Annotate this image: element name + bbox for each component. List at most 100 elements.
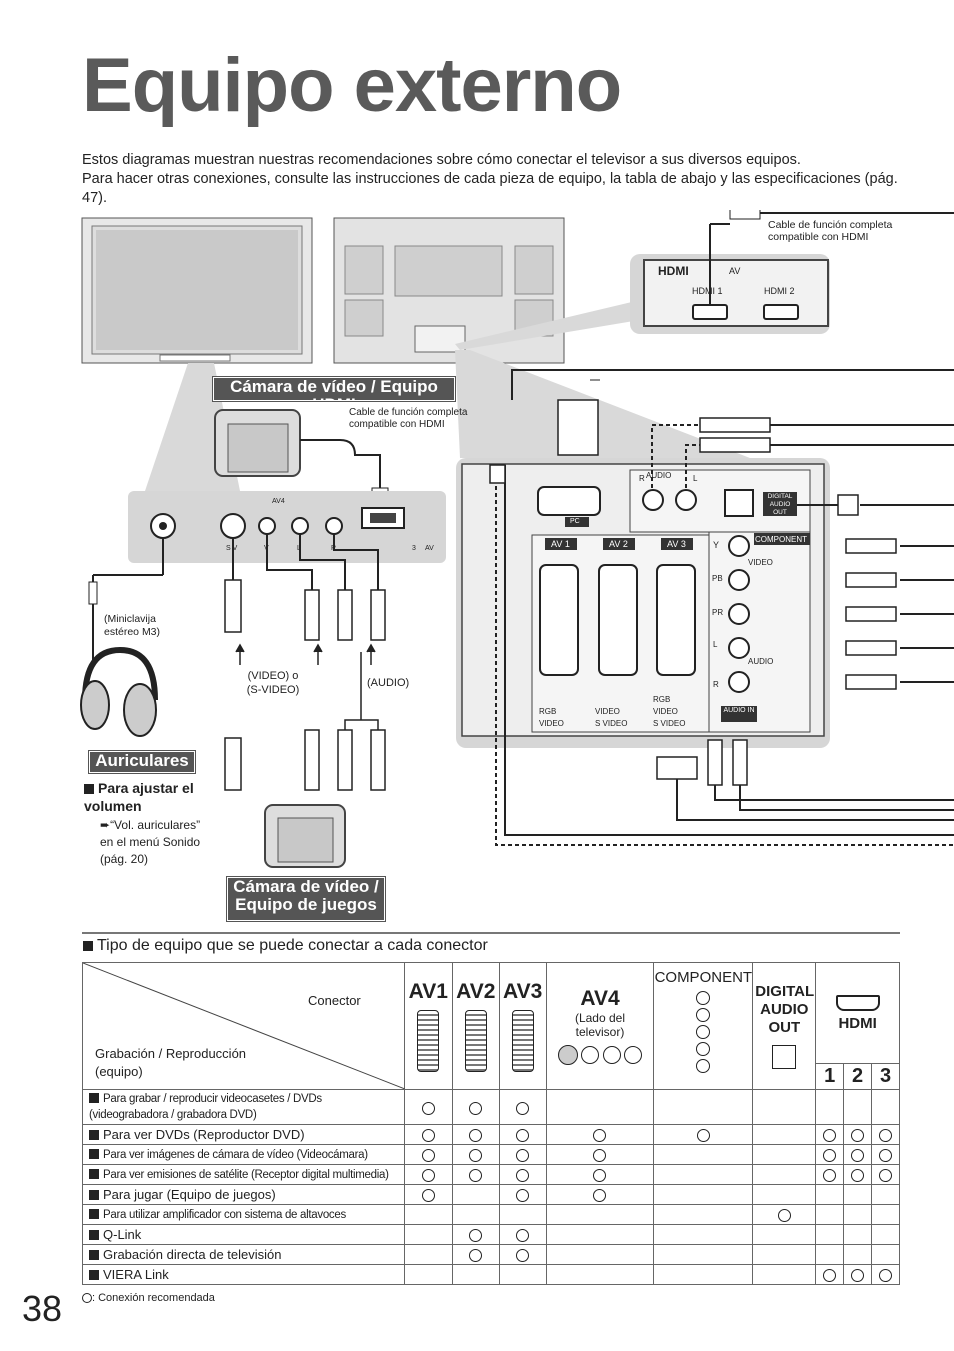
intro-text: Estos diagramas muestran nuestras recome… (82, 151, 902, 208)
table-cell (752, 1244, 817, 1265)
rear-audio2: AUDIO (748, 657, 774, 666)
header-hdmi-text: HDMI (838, 1014, 877, 1032)
recommended-circle-icon (851, 1149, 865, 1163)
table-cell (498, 1184, 547, 1205)
recommended-circle-icon (593, 1129, 607, 1143)
header-component: COMPONENT (653, 962, 754, 1090)
side-sv: S V (226, 545, 238, 552)
recommended-circle-icon (421, 1169, 435, 1183)
row-label: Para jugar (Equipo de juegos) (82, 1184, 405, 1205)
bullet-icon (89, 1093, 99, 1103)
table-row: Para ver DVDs (Reproductor DVD) (82, 1124, 900, 1145)
recommended-circle-icon (516, 1129, 530, 1143)
hdmi-cable-top-label: Cable de función completa compatible con… (768, 219, 893, 243)
row-label: Para grabar / reproducir videocasetes / … (82, 1089, 405, 1125)
row-label: Para ver DVDs (Reproductor DVD) (82, 1124, 405, 1145)
header-av2: AV2 (451, 962, 500, 1090)
table-cell (653, 1264, 754, 1285)
row-label: VIERA Link (82, 1264, 405, 1285)
rear-panel-illustration (456, 458, 830, 748)
table-cell (451, 1264, 500, 1285)
table-cell (815, 1224, 845, 1245)
row-label-text: Para ver DVDs (Reproductor DVD) (103, 1127, 305, 1142)
recommended-circle-icon (696, 1129, 710, 1143)
table-cell (871, 1244, 900, 1265)
rear-pr: PR (712, 608, 724, 617)
minijack-label: (Miniclavija estéreo M3) (104, 613, 161, 638)
table-cell (403, 1244, 453, 1265)
table-cell (815, 1124, 845, 1145)
table-cell (653, 1184, 754, 1205)
table-cell (451, 1204, 500, 1225)
hdmi-port-icon (835, 994, 880, 1011)
page-number: 38 (22, 1288, 63, 1329)
recommended-circle-icon (516, 1189, 530, 1203)
rear-av3: AV 3 (667, 539, 686, 549)
bullet-icon (83, 941, 93, 951)
table-title-text: Tipo de equipo que se puede conectar a c… (97, 937, 488, 954)
hdmi-panel-av: AV (729, 266, 741, 276)
header-av3: AV3 (498, 962, 547, 1090)
table-corner-cell: Conector Grabación / Reproducción (equip… (82, 962, 405, 1090)
row-label-text: Q-Link (103, 1227, 142, 1242)
recommended-circle-icon (879, 1149, 892, 1163)
header-av1-text: AV1 (408, 980, 448, 1003)
header-av3-text: AV3 (503, 980, 543, 1003)
table-cell (843, 1184, 873, 1205)
rear-pb: PB (712, 574, 723, 583)
recommended-circle-icon (516, 1169, 530, 1183)
bullet-icon (89, 1230, 99, 1240)
recommended-circle-icon (469, 1149, 483, 1163)
table-cell (545, 1264, 655, 1285)
header-av4-text: AV4 (580, 987, 620, 1010)
table-cell (403, 1184, 453, 1205)
rear-digital-audio-out: DIGITAL AUDIO OUT (767, 493, 793, 516)
table-cell (752, 1164, 817, 1185)
table-cell (752, 1204, 817, 1225)
header-component-text: COMPONENT (654, 969, 753, 986)
table-cell (871, 1144, 900, 1165)
recommended-circle-icon (851, 1129, 865, 1143)
rear-audio-in: AUDIO IN (723, 707, 755, 714)
table-cell (843, 1089, 873, 1125)
table-row: Para ver imágenes de cámara de vídeo (Vi… (82, 1144, 900, 1165)
rear-audio-l: L (693, 474, 698, 483)
row-label-text: Para utilizar amplificador con sistema d… (103, 1208, 346, 1221)
bullet-icon (89, 1168, 99, 1179)
header-hdmi3: 3 (871, 1063, 900, 1090)
table-cell (451, 1184, 500, 1205)
recommended-circle-icon (823, 1169, 837, 1183)
scart-icon (511, 1010, 534, 1072)
rear-y: Y (713, 540, 720, 550)
header-av4-sub: (Lado del televisor) (574, 1011, 625, 1039)
bullet-icon (89, 1148, 99, 1159)
side-av4: AV4 (272, 498, 285, 505)
recommended-circle-icon (469, 1101, 483, 1115)
table-cell (843, 1144, 873, 1165)
table-cell (843, 1244, 873, 1265)
table-cell (498, 1244, 547, 1265)
table-cell (752, 1264, 817, 1285)
rear-av1-rgb: RGB (539, 707, 557, 716)
intro-line-2: Para hacer otras conexiones, consulte la… (82, 171, 898, 206)
recommended-circle-icon (421, 1101, 435, 1115)
table-title: Tipo de equipo que se puede conectar a c… (83, 937, 488, 955)
table-cell (403, 1124, 453, 1145)
corner-connector: Conector (308, 993, 361, 1008)
audio-label: (AUDIO) (367, 677, 410, 689)
side-v: V (264, 545, 269, 552)
table-cell (653, 1244, 754, 1265)
corner-equipment: Grabación / Reproducción (equipo) (95, 1046, 247, 1079)
table-cell (498, 1124, 547, 1145)
rear-cables (495, 369, 954, 846)
legend-text: : Conexión recomendada (92, 1292, 215, 1304)
table-cell (752, 1124, 817, 1145)
table-cell (451, 1164, 500, 1185)
recommended-circle-icon (823, 1149, 837, 1163)
table-body: Para grabar / reproducir videocasetes / … (82, 1089, 900, 1285)
table-row: Para grabar / reproducir videocasetes / … (82, 1089, 900, 1125)
table-cell (815, 1144, 845, 1165)
table-cell (843, 1124, 873, 1145)
recommended-circle-icon (777, 1209, 791, 1223)
tv-back-illustration (333, 217, 565, 364)
